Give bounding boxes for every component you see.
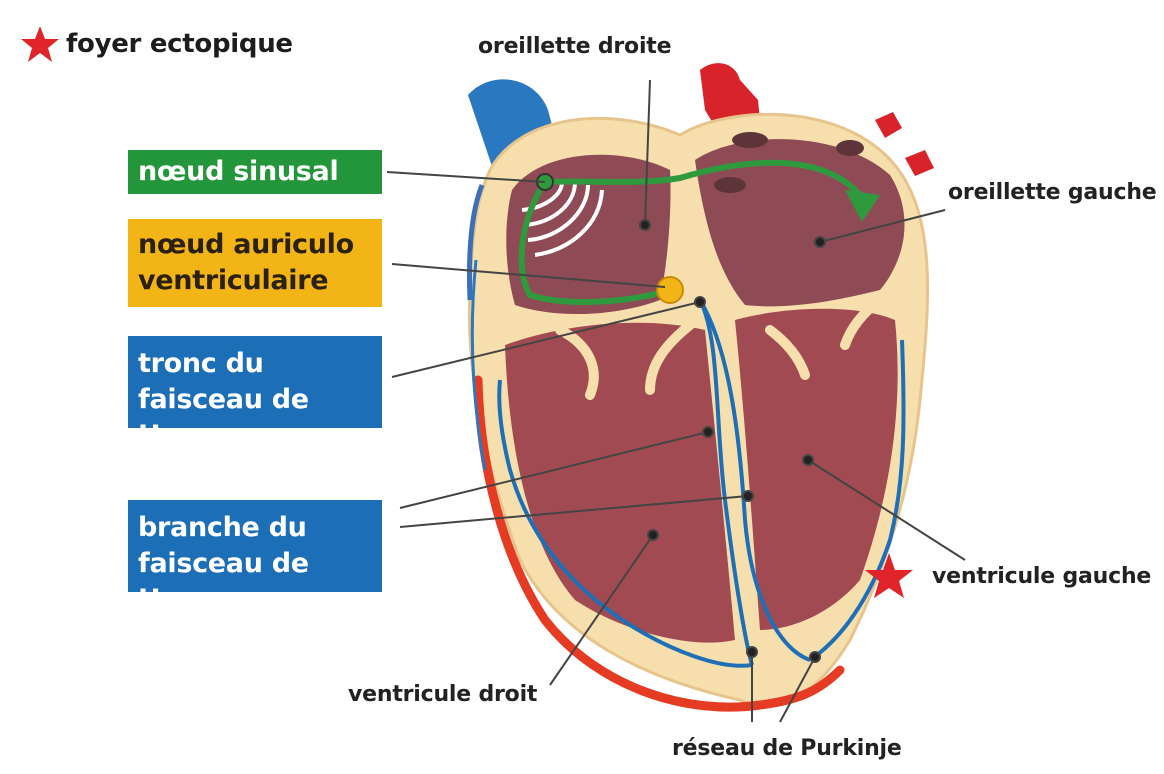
legend: foyer ectopique <box>20 24 293 64</box>
left-ventricle-label: ventricule gauche <box>932 564 1160 589</box>
av-node-label-line1: nœud auriculo <box>138 227 372 263</box>
pulmonary-vein-2 <box>905 150 934 176</box>
av-node-dot <box>657 277 683 303</box>
sinus-node-box: nœud sinusal <box>128 150 382 194</box>
his-branch-box: branche du faisceau de Hys <box>128 500 382 592</box>
his-trunk-label-line1: tronc du <box>138 346 372 382</box>
av-node-label-line2: ventriculaire <box>138 263 372 299</box>
sinus-node-label: nœud sinusal <box>138 150 372 194</box>
vein-opening <box>714 177 746 193</box>
his-branch-label-line1: branche du <box>138 510 372 546</box>
pulmonary-vein-1 <box>875 112 902 138</box>
av-node-box: nœud auriculo ventriculaire <box>128 219 382 307</box>
vein-opening <box>732 132 768 148</box>
right-ventricle-label: ventricule droit <box>348 682 537 707</box>
his-trunk-label-line2: faisceau de Hys <box>138 382 372 454</box>
right-ventricle-chamber <box>505 323 735 643</box>
purkinje-label: réseau de Purkinje <box>672 736 902 761</box>
vein-opening <box>836 140 864 156</box>
his-trunk-box: tronc du faisceau de Hys <box>128 336 382 428</box>
star-icon <box>20 24 60 64</box>
right-atrium-label: oreillette droite <box>478 34 671 59</box>
his-branch-label-line2: faisceau de Hys <box>138 546 372 618</box>
legend-label: foyer ectopique <box>66 29 293 59</box>
left-atrium-label: oreillette gauche <box>948 180 1158 205</box>
